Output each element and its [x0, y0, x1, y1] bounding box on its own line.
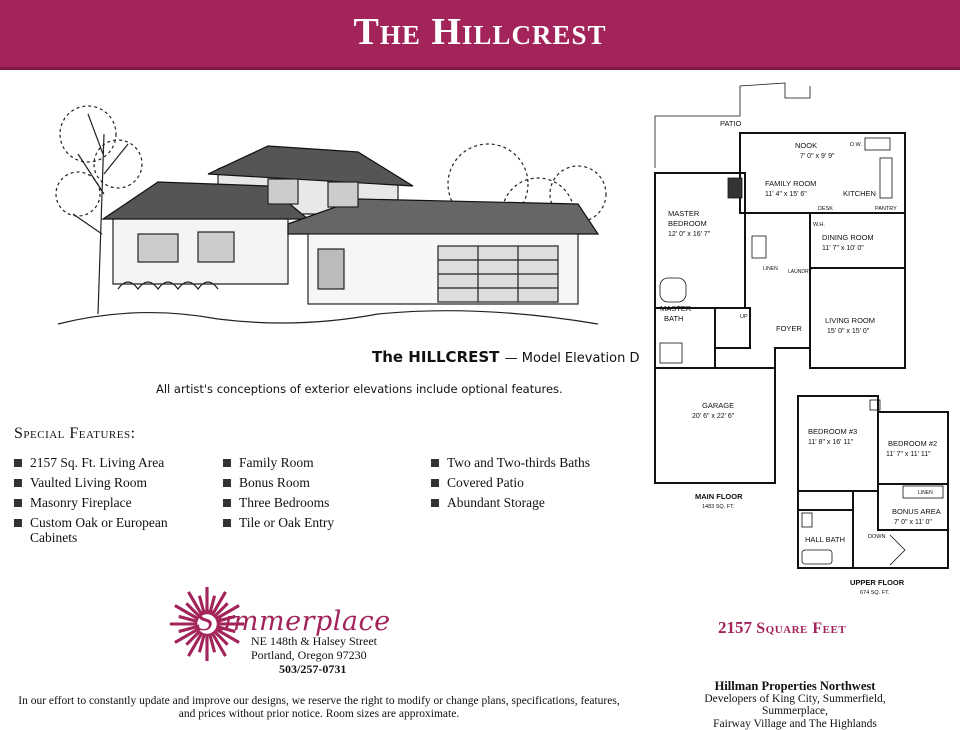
label-nook: NOOK: [795, 141, 817, 150]
feature-item: Covered Patio: [431, 475, 631, 490]
label-bedroom-2-size: 11' 7" x 11' 11": [886, 451, 931, 458]
label-up: UP: [740, 314, 748, 320]
feature-item: Family Room: [223, 455, 403, 470]
label-dining-room: DINING ROOM: [822, 233, 874, 242]
builder-info: Hillman Properties Northwest Developers …: [680, 680, 910, 730]
disclaimer-text: In our effort to constantly update and i…: [14, 695, 624, 721]
feature-item: Masonry Fireplace: [14, 495, 204, 510]
label-dining-size: 11' 7" x 10' 0": [822, 245, 864, 252]
builder-name: Hillman Properties Northwest: [680, 680, 910, 693]
upper-floor-sqft: 674 SQ. FT.: [860, 590, 890, 596]
label-desk: DESK: [818, 206, 833, 212]
elevation-title: The HILLCREST: [372, 348, 499, 366]
summerplace-logo-text: Summerplace: [196, 606, 391, 637]
label-family-size: 11' 4" x 15' 6": [765, 191, 807, 198]
label-master-size: 12' 0" x 16' 7": [668, 231, 711, 238]
elevation-note: All artist's conceptions of exterior ele…: [156, 382, 563, 396]
label-garage: GARAGE: [702, 401, 734, 410]
label-pantry: PANTRY: [875, 206, 897, 212]
address-line-1: NE 148th & Halsey Street: [251, 634, 377, 648]
feature-item: Tile or Oak Entry: [223, 515, 403, 530]
main-floor-sqft: 1483 SQ. FT.: [702, 504, 735, 510]
label-bedroom-3: BEDROOM #3: [808, 427, 857, 436]
builder-line-1: Developers of King City, Summerfield, Su…: [680, 693, 910, 718]
label-family-room: FAMILY ROOM: [765, 179, 816, 188]
label-linen: LINEN: [763, 266, 778, 272]
developer-address: NE 148th & Halsey Street Portland, Orego…: [251, 634, 377, 676]
label-bonus-size: 7' 0" x 11' 0": [894, 519, 932, 526]
elevation-subtitle: — Model Elevation D: [505, 351, 640, 366]
main-floor-label: MAIN FLOOR: [695, 492, 743, 501]
label-laundry: LAUNDRY: [788, 269, 812, 275]
phone-number: 503/257-0731: [251, 662, 377, 676]
label-bedroom-3-size: 11' 8" x 16' 11": [808, 439, 854, 446]
label-foyer: FOYER: [776, 324, 802, 333]
label-master-bath-2: BATH: [664, 314, 683, 323]
features-list-3: Two and Two-thirds Baths Covered Patio A…: [431, 455, 631, 515]
total-sqft-unit: Square Feet: [756, 620, 846, 637]
title-banner: The Hillcrest: [0, 0, 960, 70]
label-garage-size: 20' 6" x 22' 6": [692, 413, 735, 420]
label-down: DOWN: [868, 534, 885, 540]
label-master-bath: MASTER: [660, 304, 692, 313]
feature-item: Vaulted Living Room: [14, 475, 204, 490]
label-master-bedroom-2: BEDROOM: [668, 219, 707, 228]
label-hall-bath: HALL BATH: [805, 535, 845, 544]
feature-item: Bonus Room: [223, 475, 403, 490]
builder-line-2: Fairway Village and The Highlands: [680, 718, 910, 730]
features-list-1: 2157 Sq. Ft. Living Area Vaulted Living …: [14, 455, 204, 550]
label-wh: W.H.: [813, 222, 825, 228]
special-features-heading: Special Features:: [14, 425, 136, 443]
address-line-2: Portland, Oregon 97230: [251, 648, 377, 662]
upper-floor-label: UPPER FLOOR: [850, 578, 905, 587]
elevation-caption: The HILLCREST — Model Elevation D: [372, 348, 639, 366]
total-sqft-number: 2157: [718, 618, 752, 637]
label-master-bedroom: MASTER: [668, 209, 700, 218]
upper-floor-plan: BEDROOM #3 11' 8" x 16' 11" BEDROOM #2 1…: [790, 390, 960, 600]
features-list-2: Family Room Bonus Room Three Bedrooms Ti…: [223, 455, 403, 535]
label-nook-size: 7' 0" x 9' 9": [800, 153, 835, 160]
label-bedroom-2: BEDROOM #2: [888, 439, 937, 448]
feature-item: Three Bedrooms: [223, 495, 403, 510]
label-bonus-area: BONUS AREA: [892, 507, 941, 516]
page-title: The Hillcrest: [0, 0, 960, 64]
label-living-size: 15' 0" x 15' 0": [827, 328, 870, 335]
feature-item: Abundant Storage: [431, 495, 631, 510]
label-kitchen: KITCHEN: [843, 189, 876, 198]
label-living-room: LIVING ROOM: [825, 316, 875, 325]
feature-item: Custom Oak or European Cabinets: [14, 515, 204, 545]
label-dw: D.W.: [850, 142, 862, 148]
feature-item: 2157 Sq. Ft. Living Area: [14, 455, 204, 470]
feature-item: Two and Two-thirds Baths: [431, 455, 631, 470]
label-upper-linen: LINEN: [918, 490, 933, 496]
label-patio: PATIO: [720, 119, 742, 128]
house-elevation-illustration: [18, 74, 618, 354]
total-square-feet: 2157 Square Feet: [718, 618, 846, 638]
